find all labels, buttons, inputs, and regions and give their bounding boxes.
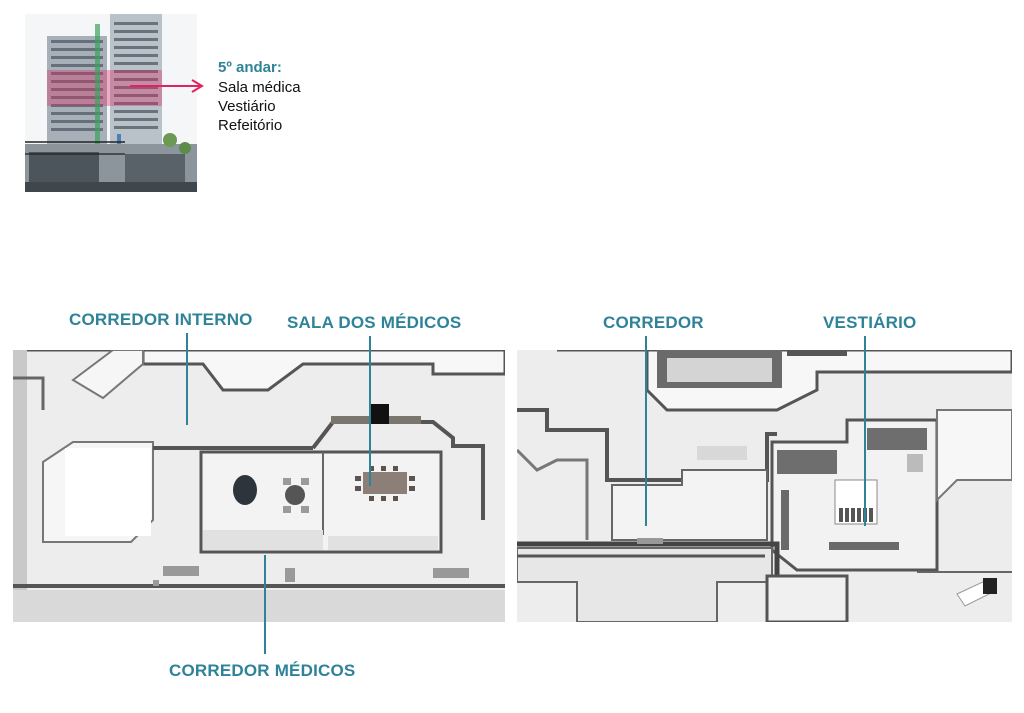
leader-internal-corridor: [186, 333, 188, 425]
building-section-illustration: [25, 14, 197, 192]
floor-title: 5º andar:: [218, 59, 282, 76]
callout-arrow: [130, 76, 210, 96]
floor-item-medical-room: Sala médica: [218, 79, 301, 96]
leader-doctors-room: [369, 336, 371, 486]
label-internal-corridor: CORREDOR INTERNO: [69, 310, 253, 329]
label-corridor: CORREDOR: [603, 313, 704, 332]
leader-locker-room: [864, 336, 866, 526]
leader-corridor: [645, 336, 647, 526]
floor-plan-left: [13, 350, 505, 622]
leader-doctors-corridor: [264, 555, 266, 654]
floor-plan-right: [517, 350, 1012, 622]
label-locker-room: VESTIÁRIO: [823, 313, 917, 332]
label-doctors-corridor: CORREDOR MÉDICOS: [169, 661, 356, 680]
floor-item-locker-room: Vestiário: [218, 98, 276, 115]
label-doctors-room: SALA DOS MÉDICOS: [287, 313, 462, 332]
floor-item-cafeteria: Refeitório: [218, 117, 283, 134]
